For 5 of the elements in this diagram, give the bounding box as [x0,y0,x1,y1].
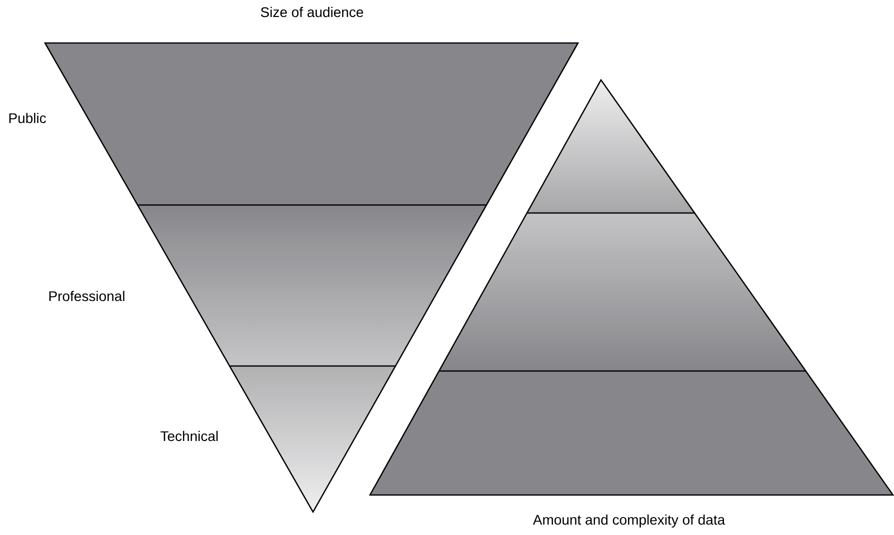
tier-label: Technical [160,430,218,442]
tier-label: Professional [49,290,124,302]
tier-label: Public [9,112,46,124]
axis-label: Size of audience [260,6,364,18]
axis-label: Amount and complexity of data [532,514,726,528]
